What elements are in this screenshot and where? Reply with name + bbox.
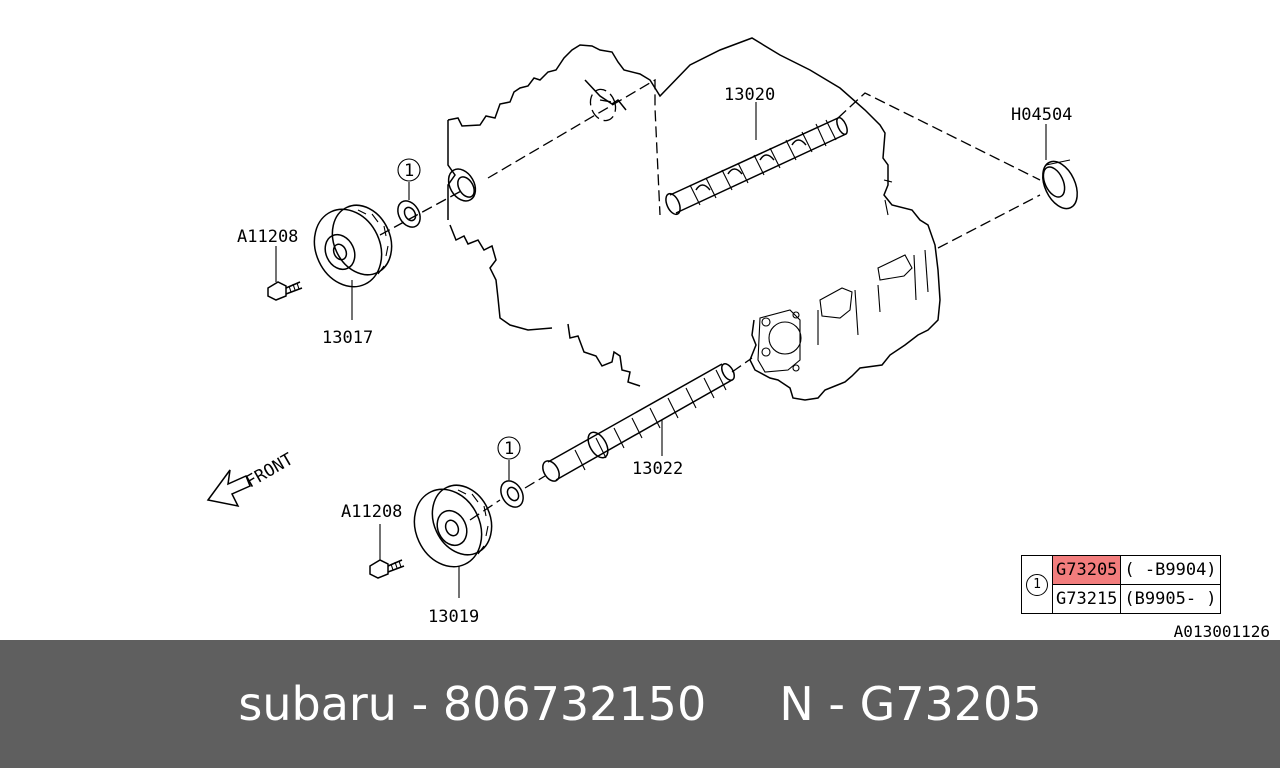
label-bolt-lower: A11208 — [341, 502, 402, 522]
callout-circle-lower — [497, 436, 521, 460]
cylinder-head — [447, 37, 941, 401]
camshaft-lower — [542, 363, 735, 482]
label-camshaft-lower: 13022 — [632, 459, 683, 479]
legend-index-cell: 1 — [1021, 555, 1053, 614]
callout-lower: 1 — [504, 439, 514, 459]
footer-brand: subaru — [238, 677, 397, 731]
parts-diagram: 13020 H04504 A11208 13017 13022 A11208 1… — [206, 37, 1078, 627]
oil-seal-upper — [447, 168, 477, 202]
legend-part-2[interactable]: G73215 — [1051, 584, 1122, 614]
footer-part-number: 806732150 — [442, 677, 707, 731]
plug-h04504 — [1042, 159, 1078, 210]
bolt-lower — [369, 559, 405, 579]
label-plug: H04504 — [1011, 105, 1072, 125]
parts-legend: 1 G73205 ( -B9904) G73215 (B9905- ) — [1021, 555, 1221, 614]
washer-lower — [500, 480, 524, 508]
legend-range-2: (B9905- ) — [1120, 584, 1221, 614]
label-front: FRONT — [243, 449, 297, 492]
label-camshaft-upper: 13020 — [724, 85, 775, 105]
footer-gap — [706, 677, 779, 731]
footer-sep-1: - — [396, 677, 443, 731]
callout-upper: 1 — [404, 161, 414, 181]
assembly-lines — [379, 78, 1041, 521]
legend-row: 1 G73205 ( -B9904) — [1021, 555, 1221, 614]
reference-code: A013001126 — [1173, 622, 1270, 641]
callout-circle-upper — [397, 158, 421, 182]
legend-part-1[interactable]: G73205 — [1051, 555, 1122, 585]
bolt-upper — [267, 281, 303, 301]
footer-code: G73205 — [859, 677, 1042, 731]
leader-lines — [275, 102, 1047, 598]
label-bolt-upper: A11208 — [237, 227, 298, 247]
footer-prefix: N — [779, 677, 814, 731]
washer-upper — [397, 200, 421, 228]
legend-range-1: ( -B9904) — [1120, 555, 1221, 585]
camshaft-upper — [665, 116, 848, 216]
cam-pulley-lower — [413, 484, 493, 568]
label-pulley-upper: 13017 — [322, 328, 373, 348]
label-pulley-lower: 13019 — [428, 607, 479, 627]
front-arrow-icon — [206, 469, 251, 508]
cam-pulley-upper — [313, 204, 393, 288]
legend-row: G73215 (B9905- ) — [1022, 584, 1221, 614]
footer-sep-2: - — [813, 677, 860, 731]
legend-index: 1 — [1026, 574, 1048, 596]
footer-banner: subaru - 806732150 N - G73205 — [0, 640, 1280, 768]
